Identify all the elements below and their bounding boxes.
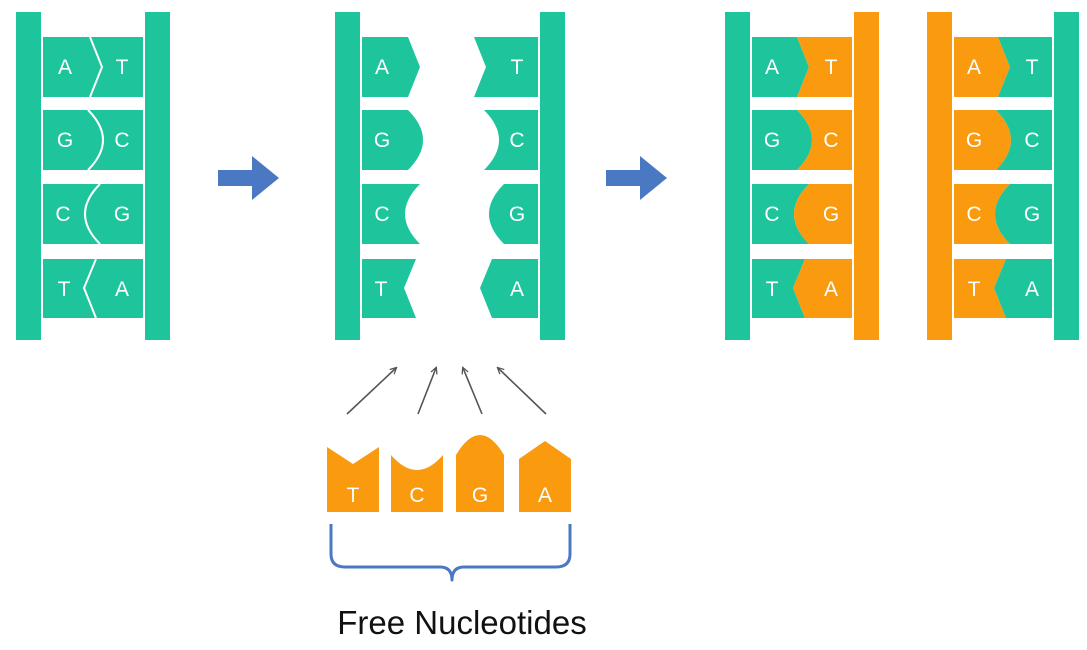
base-label-left: T: [58, 278, 71, 301]
base-a: [752, 37, 809, 97]
pair-seam: [84, 183, 101, 245]
base-g-new: [954, 110, 1011, 170]
base-t-new: [797, 37, 852, 97]
base-c: [996, 110, 1052, 170]
caption: Free Nucleotides: [337, 604, 586, 641]
base-a-left: [362, 37, 420, 97]
base-c-new: [954, 184, 1010, 244]
brace-icon: [329, 524, 572, 582]
nucleotide-g: [456, 435, 504, 512]
backbone-original: [1054, 12, 1079, 340]
base-label-right: C: [823, 129, 838, 152]
pointer-arrow-icon: [417, 368, 436, 415]
base-label-right: A: [1025, 278, 1039, 301]
base-label-left: A: [765, 56, 779, 79]
nucleotide-c: [391, 455, 443, 512]
base-label-left: T: [968, 278, 981, 301]
base-label-right: C: [509, 129, 524, 152]
daughter-dna-2: A T G C C G T A: [927, 12, 1079, 340]
base-label-left: C: [374, 203, 389, 226]
base-c-new: [797, 110, 852, 170]
base-label-left: T: [766, 278, 779, 301]
pointer-arrow-icon: [463, 368, 483, 415]
base-label-right: G: [114, 203, 130, 226]
base-label-right: T: [1026, 56, 1039, 79]
base-g-new: [794, 184, 852, 244]
base-label-right: G: [509, 203, 525, 226]
pair-seam: [89, 36, 104, 98]
base-label-right: A: [115, 278, 129, 301]
base-g-right: [489, 184, 538, 244]
base-label-left: G: [57, 129, 73, 152]
base-label-right: T: [825, 56, 838, 79]
base-label-right: T: [116, 56, 129, 79]
base-label-left: G: [374, 129, 390, 152]
backbone-new: [927, 12, 952, 340]
pointer-arrow-icon: [498, 368, 547, 415]
base-pair-a-t: [43, 37, 143, 97]
base-pair-g-c: [43, 110, 143, 170]
base-c: [752, 184, 809, 244]
base-t-left: [362, 259, 416, 318]
backbone-right: [145, 12, 170, 340]
base-a-right: [480, 259, 538, 318]
base-c-right: [484, 110, 538, 170]
base-g: [752, 110, 812, 170]
base-a-new: [793, 259, 852, 318]
base-label-right: G: [1024, 203, 1040, 226]
base-t-new: [954, 259, 1006, 318]
base-label-left: C: [55, 203, 70, 226]
backbone-left: [16, 12, 41, 340]
base-label-left: G: [966, 129, 982, 152]
base-t-right: [474, 37, 538, 97]
daughter-dna-1: A T G C C G T A: [725, 12, 879, 340]
original-dna: A T G C C G T A: [16, 12, 170, 340]
backbone-new: [854, 12, 879, 340]
base-label-right: C: [1024, 129, 1039, 152]
base-label-left: T: [375, 278, 388, 301]
base-label-right: C: [114, 129, 129, 152]
nucleotide-pointers: [346, 368, 547, 415]
base-t: [752, 259, 805, 318]
pointer-arrow-icon: [346, 368, 396, 415]
nucleotide-label: G: [472, 484, 488, 507]
base-pair-t-a: [43, 259, 143, 318]
free-nucleotides: T C G A: [327, 435, 571, 512]
base-label-left: G: [764, 129, 780, 152]
base-g: [995, 184, 1052, 244]
backbone-original: [725, 12, 750, 340]
base-a: [994, 259, 1052, 318]
base-c-left: [362, 184, 420, 244]
nucleotide-a: [519, 441, 571, 512]
base-g-left: [362, 110, 423, 170]
nucleotide-label: A: [538, 484, 552, 507]
base-label-left: A: [967, 56, 981, 79]
base-label-right: A: [510, 278, 524, 301]
base-label-left: A: [375, 56, 389, 79]
base-label-right: A: [824, 278, 838, 301]
base-t: [998, 37, 1052, 97]
separated-strands: A T G C C G T A: [335, 12, 565, 340]
process-arrow-icon: [218, 156, 279, 200]
backbone-right: [540, 12, 565, 340]
base-label-left: C: [966, 203, 981, 226]
base-label-right: G: [823, 203, 839, 226]
process-arrow-icon: [606, 156, 667, 200]
pair-seam: [87, 109, 104, 171]
nucleotide-label: T: [347, 484, 360, 507]
nucleotide-t: [327, 447, 379, 512]
base-label-right: T: [511, 56, 524, 79]
backbone-left: [335, 12, 360, 340]
pair-seam: [82, 258, 97, 319]
base-a-new: [954, 37, 1010, 97]
nucleotide-label: C: [409, 484, 424, 507]
base-label-left: C: [764, 203, 779, 226]
base-label-left: A: [58, 56, 72, 79]
base-pair-c-g: [43, 184, 143, 244]
